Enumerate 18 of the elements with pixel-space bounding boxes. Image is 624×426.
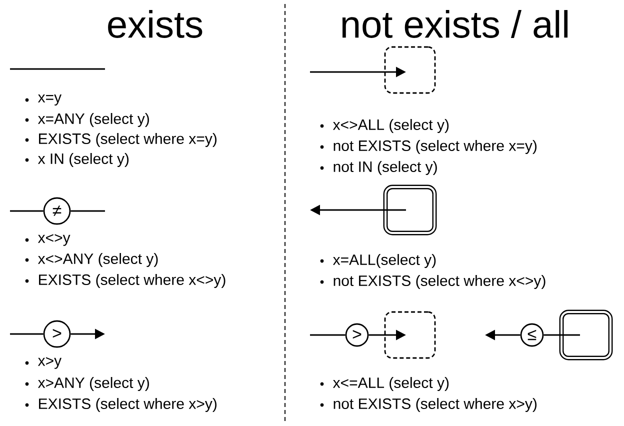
- dashed-box: [384, 46, 436, 94]
- list-item: EXISTS (select where x>y): [39, 398, 216, 412]
- list-item: x>y: [38, 357, 62, 369]
- list-item: x<>ALL (select y): [332, 119, 449, 133]
- list-item: not EXISTS (select where x>y): [334, 398, 537, 412]
- list-item: not EXISTS (select where x=y): [334, 140, 537, 154]
- list-item: x<>ANY (select y): [38, 253, 158, 267]
- list-item: not EXISTS (select where x<>y): [334, 275, 546, 289]
- list-item: x=y: [38, 94, 62, 106]
- list-item: EXISTS (select where x<>y): [39, 274, 226, 288]
- double-box: [383, 184, 437, 236]
- list-item: x=ALL(select y): [332, 254, 436, 268]
- double-box: [559, 310, 613, 360]
- list-item: x<=ALL (select y): [332, 377, 449, 391]
- list-item: x=ANY (select y): [38, 113, 149, 127]
- dashed-box: [384, 311, 436, 359]
- list-item: x IN (select y): [38, 153, 129, 167]
- column-heading: exists: [108, 10, 202, 38]
